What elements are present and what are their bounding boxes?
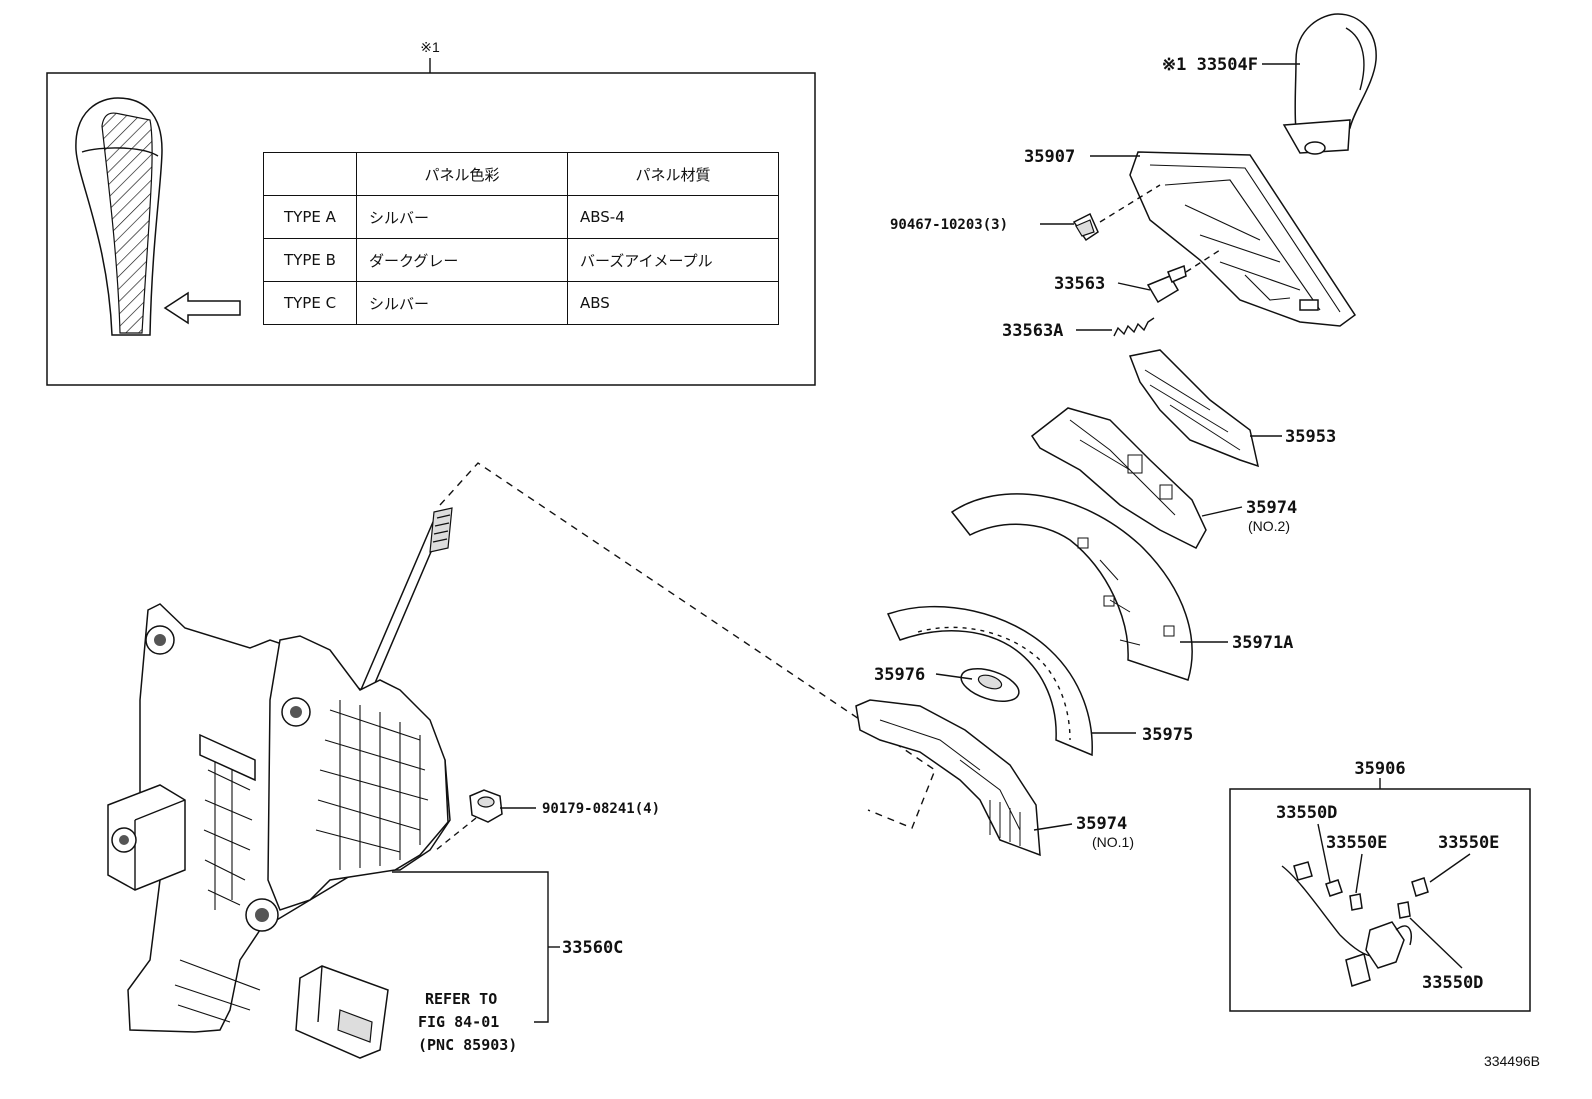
label-35971a: 35971A [1232, 633, 1293, 653]
label-35974-no1: 35974 [1076, 814, 1127, 834]
inset-box: ※1 [46, 39, 816, 386]
table-row: TYPE B ダークグレー バーズアイメープル [263, 238, 779, 282]
label-33550d-top: 33550D [1276, 803, 1337, 823]
label-33550d-bottom: 33550D [1422, 973, 1483, 993]
table-header-cell [263, 152, 357, 196]
bracket-35974-no1[interactable] [855, 699, 1041, 857]
table-header-cell: パネル色彩 [356, 152, 568, 196]
label-33563: 33563 [1054, 274, 1105, 294]
table-cell: ダークグレー [356, 238, 568, 282]
label-33560c: 33560C [562, 938, 623, 958]
shifter-assembly-illustration [107, 507, 453, 1059]
shifter-block [107, 784, 186, 891]
table-cell: シルバー [356, 195, 568, 239]
leader-lines [392, 63, 1381, 1023]
pin-33563[interactable] [1146, 264, 1187, 304]
clip-90467[interactable] [1072, 212, 1099, 242]
table-cell: シルバー [356, 281, 568, 325]
shift-knob-panel-illustration [75, 97, 163, 336]
arrow-left-icon [163, 291, 241, 325]
label-35953: 35953 [1285, 427, 1336, 447]
nut-90179[interactable] [469, 789, 503, 823]
inset-marker: ※1 [420, 39, 440, 55]
table-cell: ABS-4 [567, 195, 779, 239]
label-35974-no2-sub: (NO.2) [1248, 518, 1290, 534]
shift-knob[interactable] [1282, 13, 1377, 155]
spring-33563a[interactable] [1113, 317, 1155, 337]
label-33550e-right: 33550E [1438, 833, 1499, 853]
table-row: TYPE A シルバー ABS-4 [263, 195, 779, 239]
label-35974-no2: 35974 [1246, 498, 1297, 518]
refer-line-3: (PNC 85903) [418, 1036, 517, 1054]
shift-lever-rod [358, 507, 453, 693]
label-35907: 35907 [1024, 147, 1075, 167]
label-33550e-mid: 33550E [1326, 833, 1387, 853]
sliding-plate-35975[interactable] [886, 605, 1093, 757]
label-90467-10203: 90467-10203(3) [890, 217, 1008, 233]
indicator-bezel[interactable] [1129, 151, 1357, 327]
table-row: TYPE C シルバー ABS [263, 281, 779, 325]
figure-id: 334496B [1484, 1053, 1540, 1069]
cover-35971a[interactable] [950, 493, 1193, 681]
panel-type-table: パネル色彩 パネル材質 TYPE A シルバー ABS-4 TYPE B ダーク… [263, 152, 779, 325]
refer-line-2: FIG 84-01 [418, 1013, 499, 1031]
label-35906: 35906 [1354, 759, 1405, 779]
table-cell: ABS [567, 281, 779, 325]
label-35975: 35975 [1142, 725, 1193, 745]
table-header-cell: パネル材質 [567, 152, 779, 196]
plate-35953[interactable] [1128, 349, 1260, 468]
table-cell: TYPE C [263, 281, 357, 325]
table-cell: TYPE A [263, 195, 357, 239]
bracket-35974-no2[interactable] [1030, 407, 1207, 549]
table-cell: バーズアイメープル [567, 238, 779, 282]
label-35974-no1-sub: (NO.1) [1092, 834, 1134, 850]
label-35976: 35976 [874, 665, 925, 685]
label-90179-08241: 90179-08241(4) [542, 801, 660, 817]
shift-lock-module [295, 965, 389, 1059]
label-shift-knob: ※1 33504F [1162, 55, 1258, 75]
refer-line-1: REFER TO [425, 990, 497, 1008]
disc-35976[interactable] [957, 662, 1023, 707]
table-cell: TYPE B [263, 238, 357, 282]
label-33563a: 33563A [1002, 321, 1063, 341]
table-header-row: パネル色彩 パネル材質 [263, 152, 779, 196]
wire-harness-group[interactable]: 35906 33550D 33550E 33550E 33550D [1229, 759, 1531, 1012]
part-labels: ※1 33504F 35907 90467-10203(3) 33563 335… [418, 55, 1336, 1054]
